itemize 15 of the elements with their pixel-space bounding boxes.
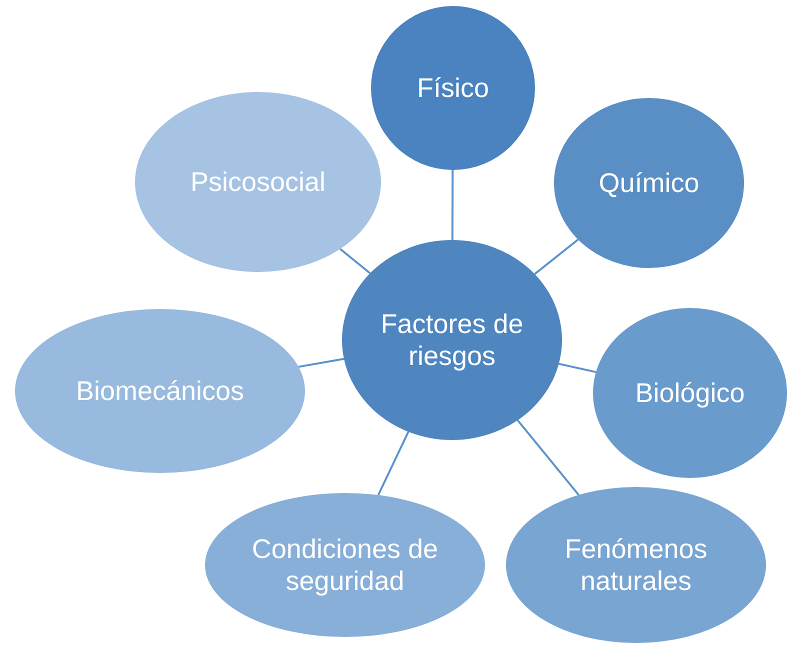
connector-line (534, 238, 579, 275)
node-label: Condiciones de seguridad (250, 532, 440, 598)
connector-line (451, 170, 454, 240)
node-label: Químico (598, 166, 700, 200)
node-label: Factores de riesgos (380, 308, 524, 372)
connector-line (377, 431, 410, 496)
connector-line (340, 248, 371, 274)
connector-line (298, 358, 344, 368)
connector-line (516, 420, 580, 496)
connector-line (558, 362, 596, 374)
node-label: Psicosocial (190, 166, 326, 198)
node-label: Biomecánicos (76, 374, 244, 408)
node-label: Físico (416, 72, 489, 104)
node-label: Biológico (635, 376, 745, 410)
node-label: Fenómenos naturales (564, 532, 708, 598)
